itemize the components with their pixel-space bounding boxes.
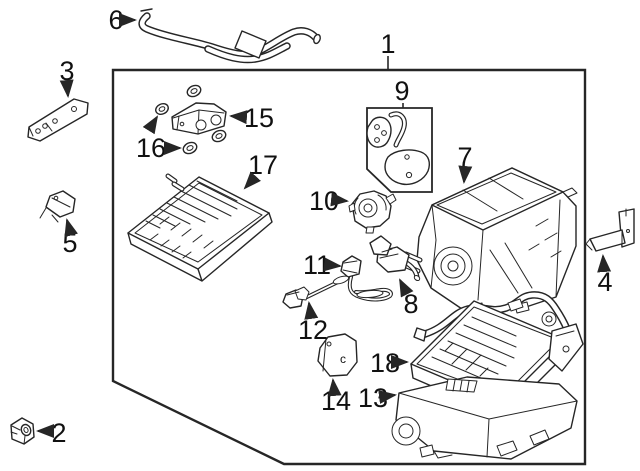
part-18-evaporator — [410, 291, 584, 418]
callout-10-label[interactable]: 10 — [309, 186, 339, 216]
callout-2-label[interactable]: 2 — [51, 418, 66, 448]
part-14-actuator: c — [317, 333, 358, 377]
callout-12[interactable]: 12 — [298, 301, 328, 345]
callout-17-label[interactable]: 17 — [248, 150, 278, 180]
callout-15-arrow — [229, 110, 248, 125]
callout-13-arrow — [378, 390, 397, 404]
callout-4-label[interactable]: 4 — [597, 267, 612, 297]
callout-14-label[interactable]: 14 — [321, 386, 351, 416]
part-10-actuator — [348, 190, 397, 234]
callout-6-label[interactable]: 6 — [108, 5, 123, 35]
callout-13-label[interactable]: 13 — [358, 383, 388, 413]
callout-16-label[interactable]: 16 — [136, 133, 166, 163]
callout-8-arrow — [399, 278, 414, 298]
part-13-lower-case — [391, 376, 578, 460]
callout-4-arrow — [597, 254, 612, 273]
callout-2[interactable]: 2 — [36, 418, 67, 448]
part-12-harness — [282, 275, 350, 309]
callout-13[interactable]: 13 — [358, 383, 397, 413]
part-15-valve-block — [171, 102, 227, 135]
callout-7[interactable]: 7 — [457, 142, 473, 184]
callout-11[interactable]: 11 — [303, 250, 342, 280]
callout-8-label[interactable]: 8 — [403, 289, 418, 319]
callout-15-label[interactable]: 15 — [244, 103, 274, 133]
part-5-bracket — [39, 190, 76, 223]
assembly-boundary-box — [111, 68, 587, 466]
callout-9[interactable]: 9 — [394, 76, 410, 108]
callout-18[interactable]: 18 — [370, 348, 409, 378]
part-11-sensor — [340, 255, 393, 302]
part-17-heater-core — [127, 173, 273, 282]
callout-18-label[interactable]: 18 — [370, 348, 400, 378]
callout-14-arrow — [327, 378, 342, 397]
part-7-upper-case — [401, 167, 578, 316]
callout-17-arrow — [243, 171, 261, 190]
part-4-bracket — [585, 208, 635, 252]
callout-15[interactable]: 15 — [229, 103, 274, 133]
callout-1[interactable]: 1 — [380, 29, 396, 70]
part-16-o-rings — [155, 84, 227, 155]
part-3-bracket — [27, 98, 89, 142]
part-6-hose — [138, 8, 321, 64]
callout-6[interactable]: 6 — [108, 5, 137, 35]
callout-3-label[interactable]: 3 — [59, 56, 74, 86]
callout-9-label[interactable]: 9 — [394, 76, 409, 106]
part-8-sensor — [369, 235, 421, 282]
callout-1-label[interactable]: 1 — [380, 29, 395, 59]
callout-11-label[interactable]: 11 — [303, 250, 331, 280]
callout-17[interactable]: 17 — [243, 150, 278, 190]
callout-7-arrow — [458, 165, 473, 184]
callout-16[interactable]: 16 — [136, 115, 182, 163]
part-2-nut — [10, 417, 35, 445]
callout-12-label[interactable]: 12 — [298, 315, 328, 345]
callout-12-arrow — [304, 301, 319, 320]
callout-11-arrow — [323, 257, 342, 272]
callout-5-label[interactable]: 5 — [62, 228, 77, 258]
callout-10-arrow — [330, 192, 349, 207]
callout-8[interactable]: 8 — [399, 278, 419, 319]
part-14-letter: c — [340, 352, 346, 366]
callout-5-arrow — [64, 218, 78, 238]
callout-16-arrow-2 — [142, 115, 159, 135]
callout-7-label[interactable]: 7 — [457, 142, 472, 172]
callout-14[interactable]: 14 — [321, 378, 351, 416]
callout-4[interactable]: 4 — [597, 254, 613, 297]
callout-5[interactable]: 5 — [62, 218, 78, 258]
callout-3-arrow — [59, 79, 74, 98]
part-9-gasket-kit — [366, 107, 433, 193]
callout-3[interactable]: 3 — [59, 56, 75, 98]
callout-10[interactable]: 10 — [309, 186, 349, 216]
